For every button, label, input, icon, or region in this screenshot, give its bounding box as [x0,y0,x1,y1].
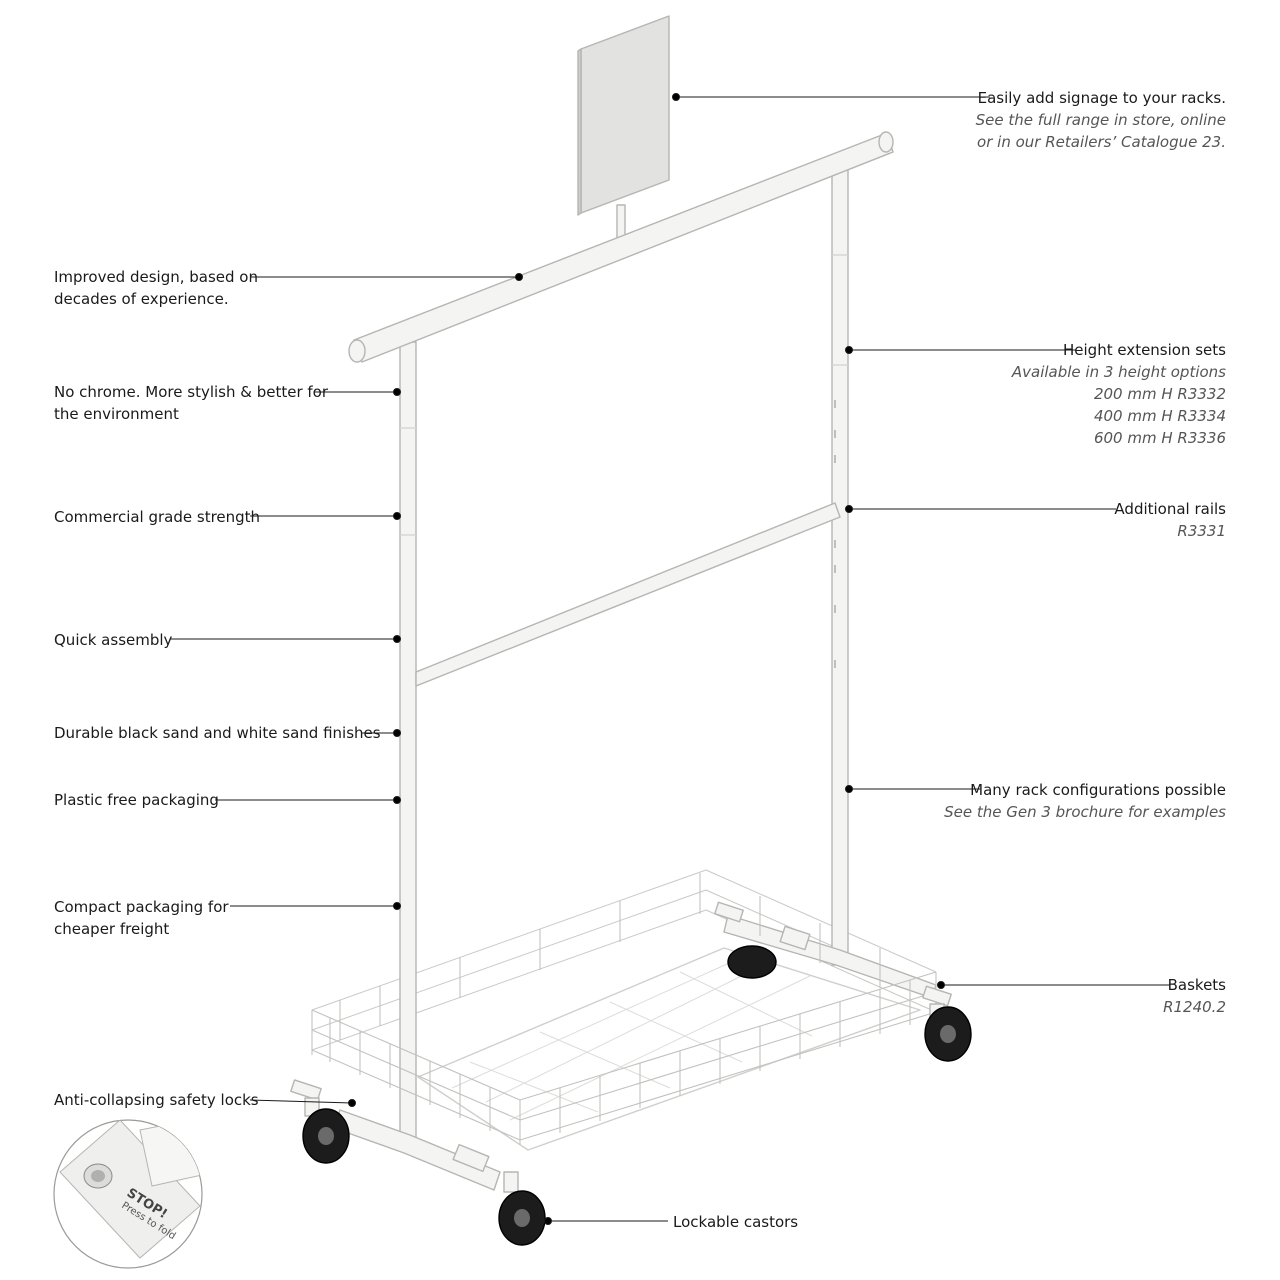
label-line: Compact packaging for [54,898,229,916]
label-main: Lockable castors [673,1213,799,1231]
label-line: the environment [54,405,179,423]
label-main: Additional rails [1114,500,1226,518]
basket-floor [417,947,921,1151]
label-quick-assembly: Quick assembly [54,629,172,651]
label-line: Commercial grade strength [54,508,261,526]
sign-panel [580,15,670,214]
label-line: Durable black sand and white sand finish… [54,724,381,742]
label-line: Anti-collapsing safety locks [54,1091,259,1109]
leader-lines [170,93,1170,1225]
label-sub: R1240.2 [1163,998,1226,1016]
label-sub: See the full range in store, online [975,111,1226,129]
label-line: Quick assembly [54,631,173,649]
safety-lock-zoom: STOP! Press to fold [53,1119,203,1269]
left-upright [399,341,417,1151]
label-baskets: Baskets R1240.2 [1163,974,1226,1018]
label-main: Baskets [1167,976,1226,994]
label-improved-design: Improved design, based on decades of exp… [54,266,258,310]
castor-front-left [290,1079,350,1164]
label-signage: Easily add signage to your racks. See th… [976,87,1226,153]
label-main: Easily add signage to your racks. [977,89,1226,107]
label-line: cheaper freight [54,920,170,938]
label-sub: 200 mm H R3332 [1093,385,1226,403]
additional-rail [415,502,841,687]
label-line: Plastic free packaging [54,791,219,809]
basket-floor-grid [451,954,813,1121]
label-line: Improved design, based on [54,268,258,286]
sign-holder [577,15,670,244]
label-line: No chrome. More stylish & better for [54,383,329,401]
label-rack-configurations: Many rack configurations possible See th… [944,779,1226,823]
base-lock-left [452,1143,490,1173]
base-bar-left [333,1109,501,1191]
label-lockable-castors: Lockable castors [673,1211,798,1233]
label-commercial-grade: Commercial grade strength [54,506,260,528]
label-sub: 400 mm H R3334 [1093,407,1226,425]
label-sub: 600 mm H R3336 [1093,429,1226,447]
label-safety-locks: Anti-collapsing safety locks [54,1089,259,1111]
label-line: decades of experience. [54,290,229,308]
label-additional-rails: Additional rails R3331 [1114,498,1226,542]
label-sub: See the Gen 3 brochure for examples [944,803,1226,821]
label-main: Many rack configurations possible [970,781,1226,799]
castor-back-left [714,901,777,979]
label-height-extension: Height extension sets Available in 3 hei… [1012,339,1226,449]
label-sub: or in our Retailers’ Catalogue 23. [977,133,1226,151]
label-compact-packaging: Compact packaging for cheaper freight [54,896,229,940]
basket-front [311,873,937,1145]
rack-illustration [290,15,972,1246]
top-rail-end-right [878,131,894,153]
top-rail-end-left [348,339,366,363]
label-sub: Available in 3 height options [1011,363,1226,381]
label-sub: R3331 [1177,522,1226,540]
castor-front-right [498,1171,546,1246]
label-plastic-free: Plastic free packaging [54,789,219,811]
label-no-chrome: No chrome. More stylish & better for the… [54,381,328,425]
castor-back-right [922,985,972,1062]
label-durable-finishes: Durable black sand and white sand finish… [54,722,381,744]
label-main: Height extension sets [1063,341,1226,359]
